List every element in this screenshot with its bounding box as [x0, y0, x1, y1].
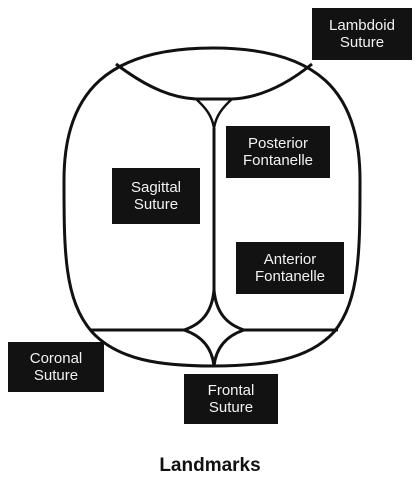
anterior-label-line-2: Fontanelle: [254, 268, 326, 285]
posterior-label-line-1: Posterior: [247, 135, 309, 152]
frontal-label-line-2: Suture: [208, 399, 254, 416]
diagram-caption: Landmarks: [159, 455, 261, 476]
lambdoid-label-line-2: Suture: [339, 34, 385, 51]
posterior-fontanelle-shape: [192, 97, 236, 129]
posterior-label-line-2: Fontanelle: [242, 152, 314, 169]
sagittal-suture-label: Sagittal Suture: [112, 168, 200, 224]
anterior-label-line-1: Anterior: [263, 251, 317, 268]
sagittal-label-line-2: Suture: [133, 196, 179, 213]
lambdoid-suture-line: [115, 62, 313, 101]
coronal-suture-label: Coronal Suture: [8, 342, 104, 392]
skull-outline: [62, 46, 362, 368]
sagittal-label-line-1: Sagittal: [130, 179, 182, 196]
anterior-fontanelle-shape: [179, 289, 249, 367]
frontal-label-line-1: Frontal: [207, 382, 255, 399]
posterior-fontanelle-label: Posterior Fontanelle: [226, 126, 330, 178]
coronal-label-line-2: Suture: [33, 367, 79, 384]
frontal-suture-label: Frontal Suture: [184, 374, 278, 424]
lambdoid-label-line-1: Lambdoid: [329, 17, 395, 34]
coronal-label-line-1: Coronal: [29, 350, 83, 367]
anterior-fontanelle-label: Anterior Fontanelle: [236, 242, 344, 294]
lambdoid-suture-label: Lambdoid Suture: [312, 8, 412, 60]
